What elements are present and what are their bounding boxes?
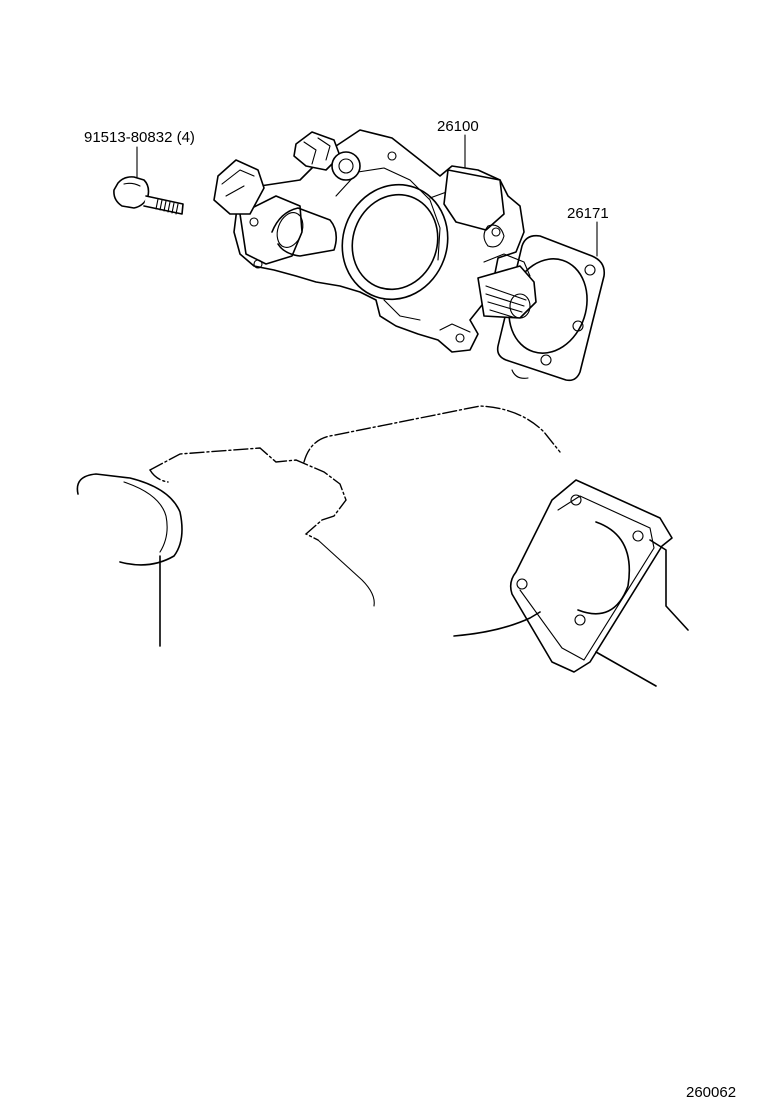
throttle-bore-ring	[341, 183, 449, 301]
bolt-shank	[143, 195, 184, 215]
bolt-drawing[interactable]	[113, 176, 184, 215]
gasket-hole	[540, 354, 552, 366]
sensor-connector-left	[213, 159, 265, 215]
adjust-spring	[485, 285, 527, 319]
gasket-hole	[584, 264, 596, 276]
throttle-body-part-label[interactable]: 26100	[437, 118, 479, 135]
bolt-part-label[interactable]: 91513-80832 (4)	[84, 129, 195, 146]
gasket-hole	[572, 320, 584, 332]
diagram-code-label: 260062	[686, 1084, 736, 1101]
throttle-body-left-flange	[239, 195, 303, 265]
throttle-body-drawing[interactable]	[213, 129, 537, 353]
manifold-flange	[509, 479, 673, 673]
air-valve-port	[331, 151, 361, 181]
gasket-part-label[interactable]: 26171	[567, 205, 609, 222]
bolt-thread	[155, 198, 179, 215]
throttle-bore-inner	[351, 193, 439, 291]
bolt-head	[113, 176, 150, 209]
coolant-pipe	[271, 207, 338, 257]
intake-manifold-phantom	[76, 405, 689, 687]
